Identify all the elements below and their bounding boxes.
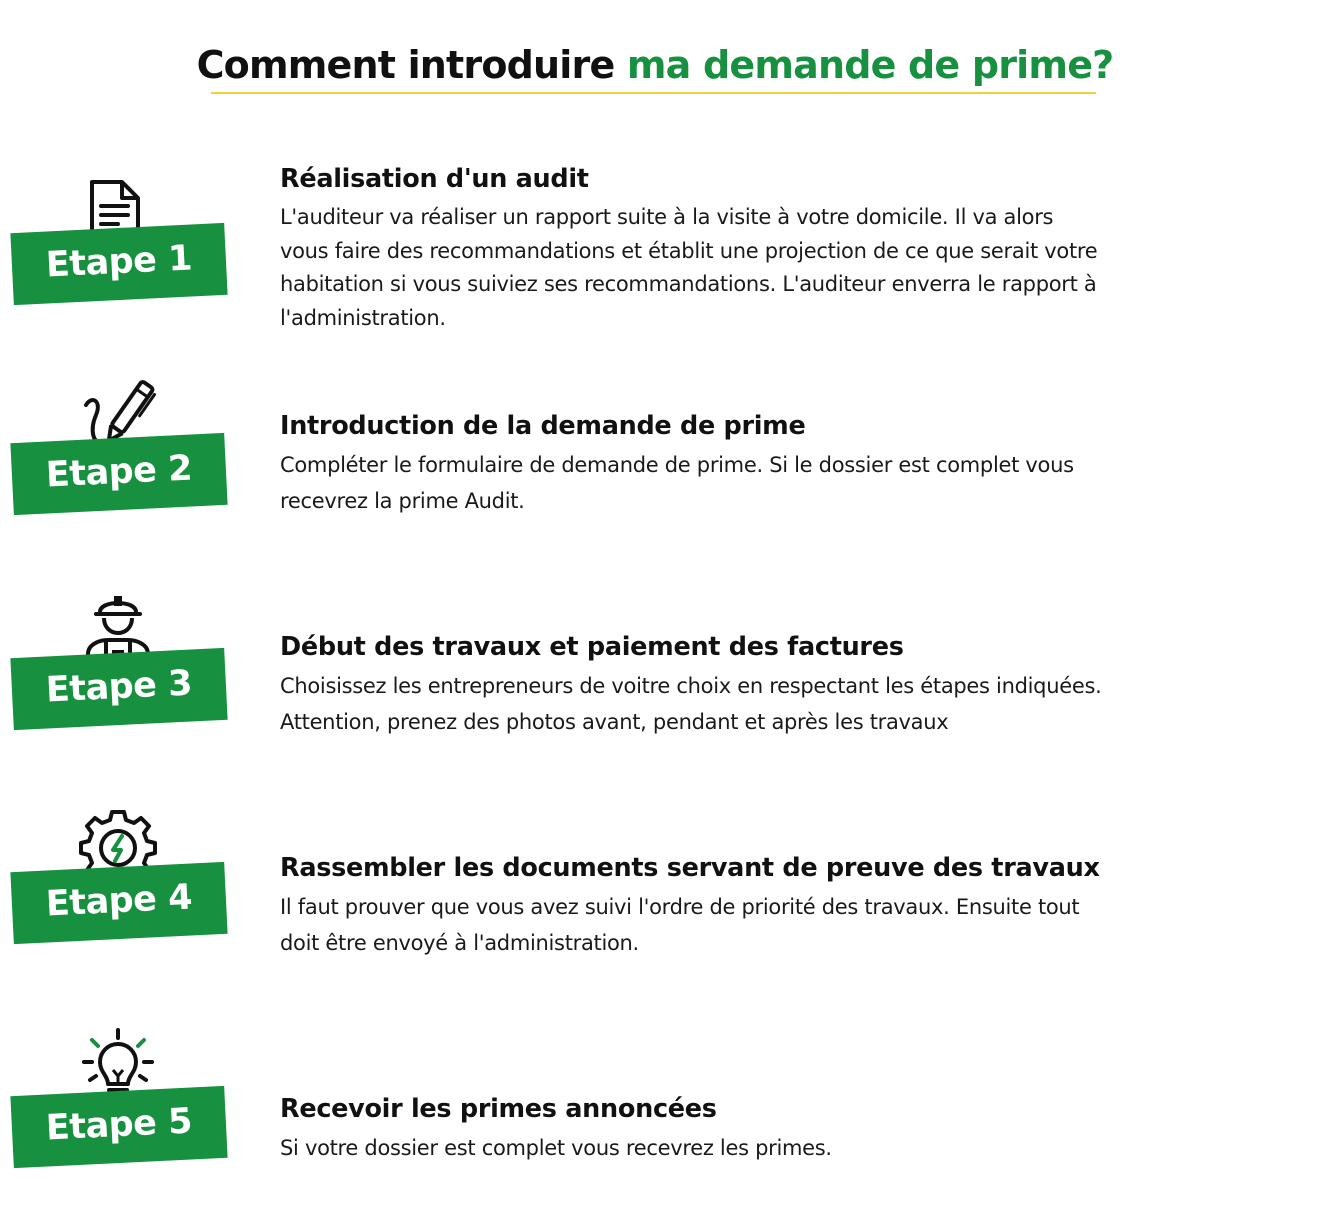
step-description: Si votre dossier est complet vous recevr… — [280, 1136, 832, 1160]
step-badge-label: Etape 2 — [44, 448, 193, 496]
step-badge: Etape 4 — [10, 861, 228, 945]
page-title-main: Comment introduire — [196, 43, 627, 88]
step-title: Début des travaux et paiement des factur… — [280, 632, 904, 662]
step-title: Rassembler les documents servant de preu… — [280, 853, 1100, 883]
step-title: Introduction de la demande de prime — [280, 411, 806, 441]
step-title: Recevoir les primes annoncées — [280, 1094, 717, 1124]
step-badge-label: Etape 3 — [44, 663, 193, 711]
step-badge: Etape 5 — [10, 1085, 228, 1169]
step-description: Compléter le formulaire de demande de pr… — [280, 453, 1074, 513]
step-badge-label: Etape 5 — [44, 1101, 193, 1149]
page-title: Comment introduire ma demande de prime? — [0, 37, 1310, 93]
page-title-accent: ma demande de prime? — [626, 43, 1114, 88]
step-description: L'auditeur va réaliser un rapport suite … — [280, 205, 1098, 330]
title-divider — [211, 92, 1096, 94]
construction-worker-icon — [78, 590, 158, 670]
step-description: Il faut prouver que vous avez suivi l'or… — [280, 895, 1080, 955]
step-badge-label: Etape 4 — [44, 877, 193, 925]
step-description: Choisissez les entrepreneurs de voitre c… — [280, 674, 1102, 734]
step-badge: Etape 2 — [10, 432, 228, 516]
step-badge: Etape 3 — [10, 647, 228, 731]
step-title: Réalisation d'un audit — [280, 164, 589, 194]
step-badge: Etape 1 — [10, 222, 228, 306]
step-badge-label: Etape 1 — [44, 238, 193, 286]
